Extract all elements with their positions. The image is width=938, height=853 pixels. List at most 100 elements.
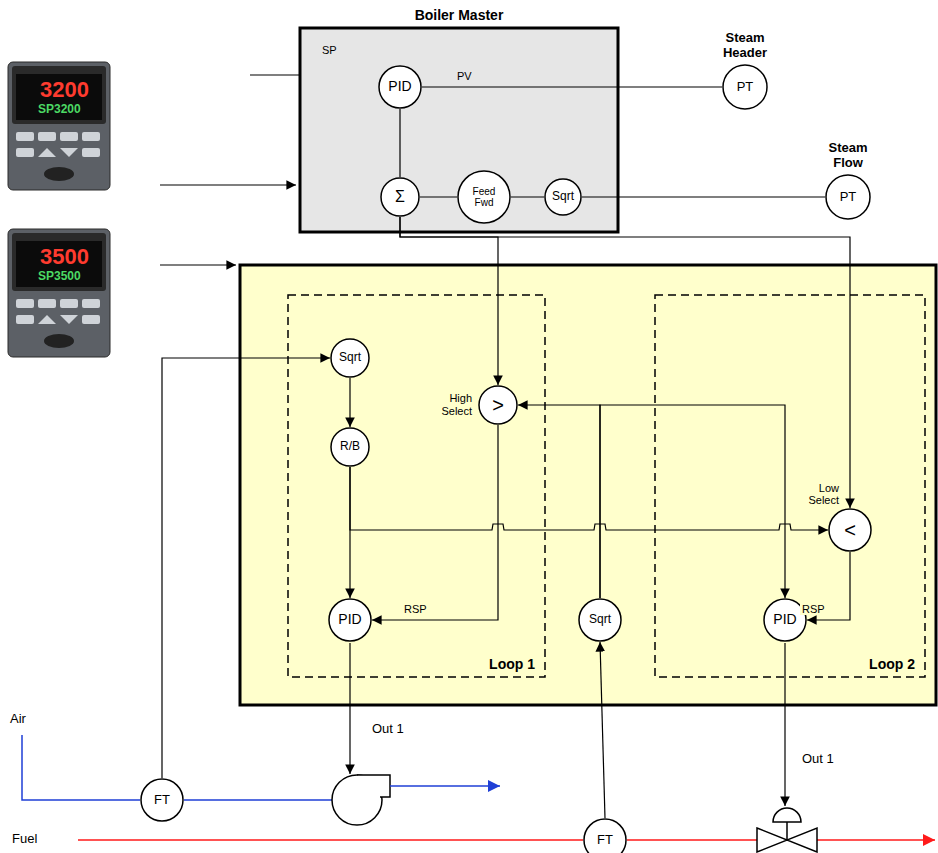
flow-transmitter: FT <box>140 778 184 822</box>
signal-line <box>511 196 544 197</box>
signal-line <box>350 467 828 530</box>
stream-label: Air <box>10 712 26 726</box>
control-panel <box>240 265 936 705</box>
pointer-arrow <box>160 184 296 185</box>
text-holder: > <box>478 385 518 425</box>
sqrt-block: Sqrt <box>544 178 582 216</box>
block-heading: Loop 2 <box>869 656 915 672</box>
circle-outline <box>826 175 870 219</box>
block-label: R/B <box>340 440 360 453</box>
text-holder: < <box>828 508 872 552</box>
block-label: FT <box>597 833 613 847</box>
pid-block: PID <box>328 598 372 642</box>
feedforward-block: Feed Fwd <box>457 170 511 224</box>
circle-outline <box>723 65 767 109</box>
circle-outline <box>829 509 871 551</box>
low-select-block: <Low Select <box>828 508 872 552</box>
signal-line <box>582 196 825 197</box>
block-heading: Low Select <box>795 482 839 507</box>
loop-box-outline <box>288 295 545 677</box>
circle-outline <box>329 599 371 641</box>
controller-unit <box>8 62 110 190</box>
signal-label: RSP <box>402 603 429 615</box>
pressure-transmitter: PTSteam Flow <box>825 174 871 220</box>
boiler-master-box-outline <box>300 28 618 232</box>
sqrt-block: Sqrt <box>578 598 622 642</box>
text-holder: Sqrt <box>330 338 370 378</box>
valve-actuator <box>773 808 801 822</box>
block-label: PID <box>773 612 796 627</box>
signal-line <box>518 405 600 598</box>
block-label: < <box>844 519 856 541</box>
sqrt-block: Sqrt <box>330 338 370 378</box>
loop-box: <Low SelectPID Loop 2 <box>655 295 925 677</box>
text-holder: R/B <box>330 427 370 467</box>
block-label: PID <box>338 612 361 627</box>
signal-line <box>600 405 785 598</box>
circle-outline <box>545 179 581 215</box>
block-label: Feed Fwd <box>463 186 505 208</box>
output-label: Out 1 <box>372 722 404 736</box>
block-heading: High Select <box>428 392 472 417</box>
circle-outline <box>458 171 510 223</box>
display-value: 3200 <box>40 78 89 102</box>
circle-outline <box>379 66 421 108</box>
block-label: Sqrt <box>339 351 361 364</box>
circle-outline <box>331 339 369 377</box>
text-holder: FT <box>583 818 627 853</box>
text-holder: Feed Fwd <box>457 170 511 224</box>
signal-line <box>400 217 850 508</box>
block-label: PT <box>737 80 754 94</box>
block-label: > <box>492 394 504 416</box>
block-heading: Loop 1 <box>489 656 535 672</box>
text-holder: PT <box>722 64 768 110</box>
block-label: PT <box>840 190 857 204</box>
block-label: PID <box>388 79 411 94</box>
ratio-bias-block: R/B <box>330 427 370 467</box>
signal-line <box>422 86 722 87</box>
setpoint-label: SP <box>322 44 337 56</box>
output-label: Out 1 <box>802 752 834 766</box>
pid-block: PID <box>378 65 422 109</box>
text-holder: Sqrt <box>578 598 622 642</box>
signal-line <box>349 378 350 427</box>
signal-line <box>162 358 330 778</box>
circle-outline <box>579 599 621 641</box>
pressure-transmitter: PTSteam Header <box>722 64 768 110</box>
text-holder: PID <box>378 65 422 109</box>
display-model: SP3200 <box>38 103 81 116</box>
block-label: Sqrt <box>589 613 611 626</box>
signal-line <box>399 109 400 177</box>
air-line <box>390 785 500 787</box>
block-heading: Steam Header <box>710 31 780 61</box>
fuel-line <box>817 839 935 841</box>
block-label: Σ <box>395 188 405 206</box>
signal-label: RSP <box>800 603 827 615</box>
block-heading: Boiler Master <box>300 7 618 23</box>
loop-box: SqrtR/B > High SelectPID Loop 1 <box>288 295 545 677</box>
controller-unit <box>8 229 110 357</box>
text-holder: Sqrt <box>544 178 582 216</box>
circle-outline <box>479 386 517 424</box>
output-line <box>349 643 350 774</box>
blower-outlet <box>357 775 390 797</box>
fuel-line <box>78 839 757 841</box>
signal-line <box>400 217 498 385</box>
display-model: SP3500 <box>38 270 81 283</box>
circle-outline <box>331 428 369 466</box>
signal-label: PV <box>455 70 474 82</box>
signal-line <box>372 425 498 620</box>
valve-stem <box>786 822 788 840</box>
block-label: FT <box>154 793 170 807</box>
circle-outline <box>381 178 419 216</box>
signal-line <box>600 642 605 818</box>
text-holder: PT <box>825 174 871 220</box>
flow-transmitter: FT <box>583 818 627 853</box>
signal-line <box>420 196 457 197</box>
circle-outline <box>141 779 183 821</box>
text-holder: Σ <box>380 177 420 217</box>
circle-outline <box>584 819 626 853</box>
loop-box-outline <box>655 295 925 677</box>
